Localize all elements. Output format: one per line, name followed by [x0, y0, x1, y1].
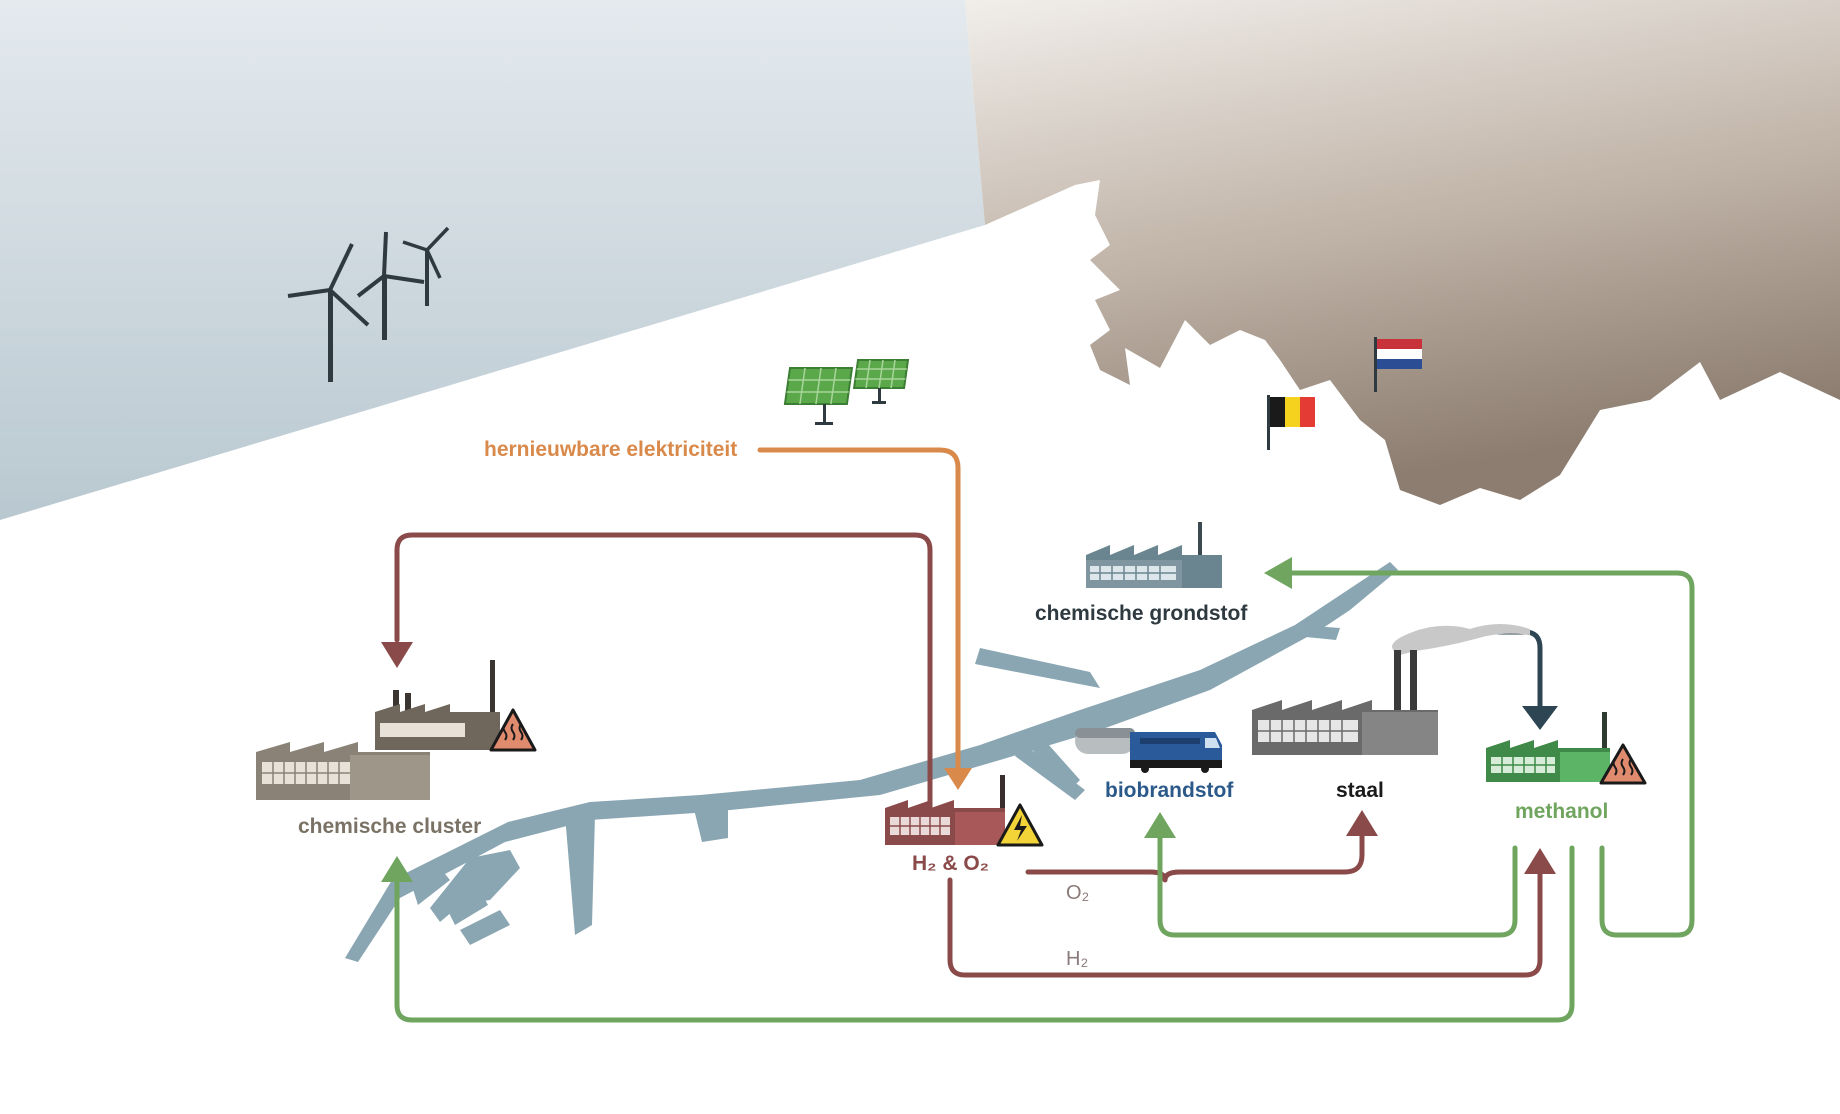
chemical-cluster-label: chemische cluster: [298, 815, 481, 838]
wind-turbine-icon: [356, 231, 425, 340]
arrow-heads: [381, 557, 1558, 882]
renewable-electricity-label: hernieuwbare elektriciteit: [484, 438, 737, 461]
biofuel-label: biobrandstof: [1105, 779, 1234, 802]
electrolysis-factory-icon: [885, 775, 1005, 845]
arrow-down-icon: [1522, 706, 1558, 730]
hydrogen-to-cluster-line: [394, 532, 933, 813]
arrow-up-icon: [1346, 810, 1378, 836]
arrow-left-icon: [1264, 557, 1292, 589]
arrow-down-icon: [944, 768, 972, 790]
wind-turbine-icon: [402, 226, 450, 306]
heat-warning-icon: [489, 708, 537, 752]
heat-warning-icon: [1599, 743, 1647, 785]
arrow-up-icon: [1524, 848, 1556, 874]
oxygen-label: O₂: [1066, 882, 1089, 904]
land-area: [965, 0, 1840, 505]
co2-flow-line: [1467, 629, 1543, 713]
steel-factory-icon: [1252, 624, 1530, 755]
hydrogen-label: H₂: [1066, 948, 1088, 970]
wind-turbine-icon: [287, 243, 370, 382]
chemical-cluster-factory-icon: [256, 660, 500, 800]
arrow-down-icon: [381, 642, 413, 668]
oxygen-flow-line: [1025, 827, 1365, 883]
methanol-to-feedstock-line: [1287, 570, 1695, 938]
belgium-flag-icon: [1267, 395, 1315, 450]
electrolysis-label: H₂ & O₂: [912, 852, 989, 875]
solar-panel-icon: [852, 359, 910, 404]
methanol-label: methanol: [1515, 800, 1608, 823]
harbour-waterways: [345, 562, 1398, 962]
methanol-to-biofuel-line: [1157, 832, 1518, 938]
steel-label: staal: [1336, 779, 1384, 802]
chemical-feedstock-factory-icon: [1086, 522, 1222, 588]
netherlands-flag-icon: [1374, 337, 1422, 392]
arrow-up-icon: [381, 856, 413, 882]
sea-area: [0, 0, 985, 520]
train-icon: [1075, 728, 1222, 773]
hydrogen-flow-line: [947, 865, 1543, 978]
electricity-warning-icon: [996, 803, 1044, 847]
arrow-up-icon: [1144, 812, 1176, 838]
solar-panel-icon: [783, 367, 854, 425]
wind-turbines: [287, 226, 450, 382]
electricity-flow-line: [757, 447, 961, 771]
methanol-factory-icon: [1486, 712, 1610, 782]
methanol-to-cluster-line: [394, 845, 1575, 1023]
chemical-feedstock-label: chemische grondstof: [1035, 602, 1248, 625]
